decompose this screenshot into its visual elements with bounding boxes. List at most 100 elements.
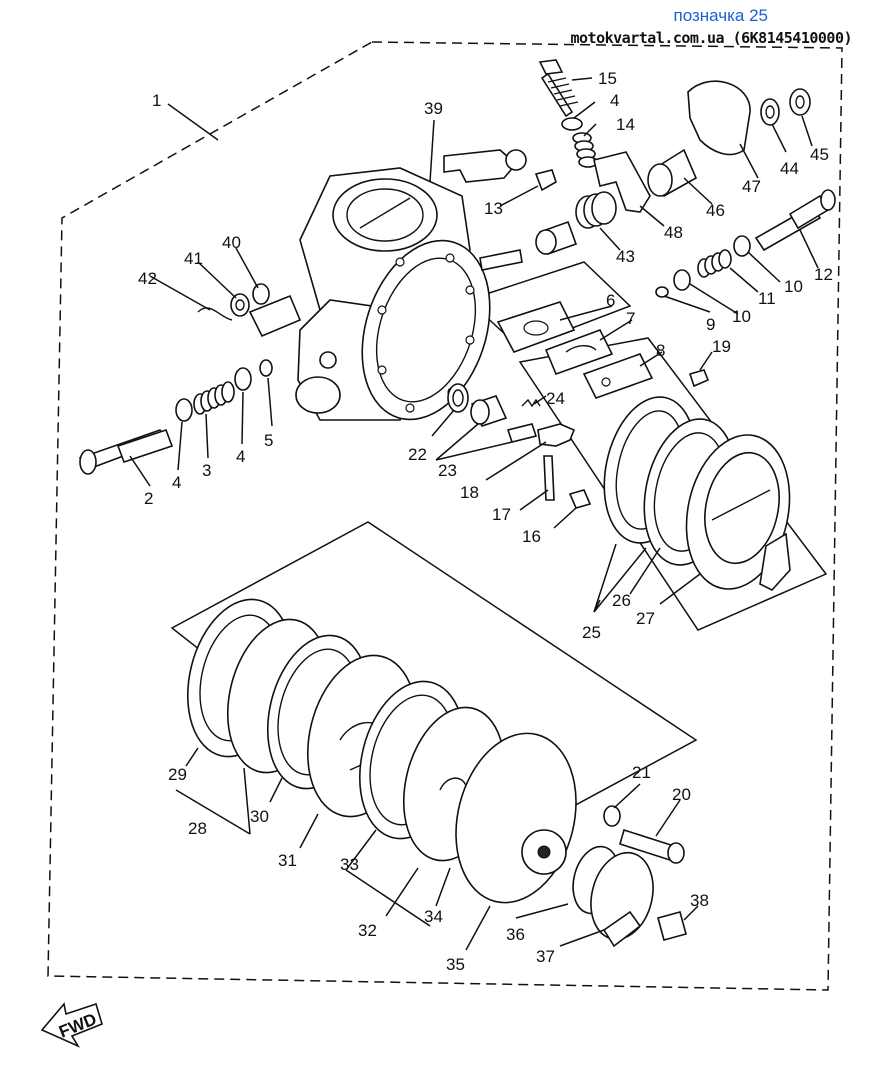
throttle-lever (443, 149, 518, 183)
plate-7-slot (565, 345, 597, 353)
callout-45: 45 (810, 145, 829, 164)
leader-lines (129, 77, 819, 951)
callout-37: 37 (536, 947, 555, 966)
screw-13 (534, 169, 557, 192)
washer-4-right (234, 367, 252, 391)
pin-17 (543, 455, 555, 501)
clip-42 (197, 307, 233, 321)
screw-38 (657, 911, 687, 941)
callout-39: 39 (424, 99, 443, 118)
assembly-boundary (47, 41, 843, 991)
callout-22: 22 (408, 445, 427, 464)
plug-23-face (470, 399, 490, 425)
plate-8-hole (601, 377, 611, 387)
washer-41-inner (235, 299, 245, 311)
callout-27: 27 (636, 609, 655, 628)
callout-35: 35 (446, 955, 465, 974)
callout-4: 4 (172, 473, 181, 492)
callout-16: 16 (522, 527, 541, 546)
callout-38: 38 (690, 891, 709, 910)
callout-5: 5 (264, 431, 273, 450)
washer-21 (603, 805, 621, 827)
source-reference: motokvartal.com.ua (6K8145410000) (570, 29, 852, 47)
washer-4-left (175, 398, 193, 422)
lever-18 (537, 423, 576, 447)
throttle-lever-hub (505, 149, 527, 171)
screw-12 (754, 189, 836, 252)
screw-15 (538, 59, 579, 118)
spring-3 (193, 381, 235, 415)
diagram-tag: позначка 25 (673, 6, 769, 25)
callout-47: 47 (742, 177, 761, 196)
throttle-shaft (479, 249, 523, 271)
callout-20: 20 (672, 785, 691, 804)
callout-8: 8 (656, 341, 665, 360)
callout-29: 29 (168, 765, 187, 784)
washer-44 (760, 98, 780, 126)
callout-11: 11 (758, 289, 776, 308)
callout-34: 34 (424, 907, 443, 926)
callout-36: 36 (506, 925, 525, 944)
cap-46-face (647, 163, 673, 197)
callout-2: 2 (144, 489, 153, 508)
callout-25: 25 (582, 623, 601, 642)
callout-14: 14 (616, 115, 635, 134)
callout-26: 26 (612, 591, 631, 610)
bolt-20-head (667, 842, 685, 864)
pump-cover-35 (455, 732, 577, 904)
needle-23 (506, 423, 538, 443)
collar-43-face (535, 229, 557, 255)
inlet-fitting (248, 294, 302, 338)
callout-10: 10 (732, 307, 751, 326)
callout-9: 9 (706, 315, 715, 334)
callout-32: 32 (358, 921, 377, 940)
washer-10-right (733, 235, 751, 257)
cover-47 (687, 80, 751, 156)
spring-14 (572, 132, 598, 168)
callout-28: 28 (188, 819, 207, 838)
spring-43 (575, 191, 617, 229)
callout-3: 3 (202, 461, 211, 480)
callout-4: 4 (236, 447, 245, 466)
callout-1: 1 (152, 91, 161, 110)
callout-18: 18 (460, 483, 479, 502)
cap-37 (590, 851, 654, 948)
o-ring-22-inner (452, 389, 464, 407)
callout-40: 40 (222, 233, 241, 252)
screw-19 (688, 369, 710, 388)
callout-13: 13 (484, 199, 503, 218)
callout-7: 7 (626, 309, 635, 328)
callout-21: 21 (632, 763, 651, 782)
callout-46: 46 (706, 201, 725, 220)
callout-19: 19 (712, 337, 731, 356)
nut-45 (789, 88, 811, 116)
callout-24: 24 (546, 389, 565, 408)
forward-arrow: FWD (40, 1002, 103, 1048)
washer-10-left (673, 269, 691, 291)
callout-10: 10 (784, 277, 803, 296)
cover-27 (685, 434, 791, 591)
washer-41 (230, 293, 250, 317)
callout-17: 17 (492, 505, 511, 524)
o-ring-5 (259, 359, 273, 377)
plate-7 (544, 329, 614, 376)
callout-labels: 1 2 3 4 4 4 5 6 7 8 9 10 10 11 12 13 14 … (138, 69, 833, 974)
callout-6: 6 (606, 291, 615, 310)
washer-44-inner (765, 105, 775, 119)
callout-12: 12 (814, 265, 833, 284)
callout-41: 41 (184, 249, 203, 268)
screw-16 (568, 489, 592, 509)
callout-43: 43 (616, 247, 635, 266)
plate-8 (582, 353, 654, 399)
nut-45-inner (795, 95, 805, 109)
o-ring-22 (447, 383, 469, 413)
bracket-48 (593, 151, 651, 213)
callout-44: 44 (780, 159, 799, 178)
adjust-screw-2 (78, 428, 174, 475)
callout-42: 42 (138, 269, 157, 288)
callout-33: 33 (340, 855, 359, 874)
callout-15: 15 (598, 69, 617, 88)
callout-23: 23 (438, 461, 457, 480)
callout-30: 30 (250, 807, 269, 826)
